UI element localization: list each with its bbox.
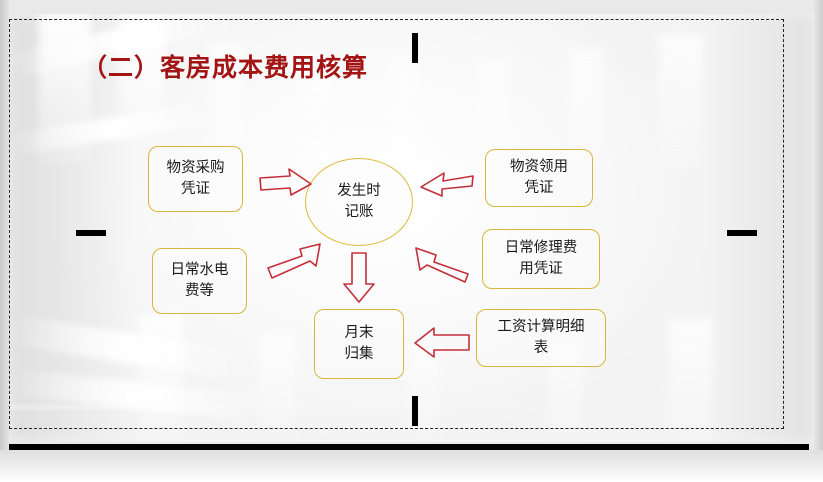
bg-panel-7	[569, 49, 603, 164]
arrow-repair-to-center	[408, 236, 472, 286]
bg-panel-5	[389, 59, 417, 159]
node-line-2: 用凭证	[519, 261, 563, 277]
crop-handle-left[interactable]	[76, 230, 106, 236]
node-daily-utilities[interactable]: 日常水电 费等	[152, 248, 247, 314]
right-gutter	[814, 0, 823, 482]
node-line-2: 记账	[344, 204, 374, 220]
node-payroll-detail-sheet[interactable]: 工资计算明细 表	[476, 309, 606, 367]
arrow-purchase-to-center	[258, 168, 316, 210]
node-line-2: 表	[533, 340, 549, 356]
node-line-1: 物资领用	[510, 159, 568, 175]
bg-panel-6	[479, 59, 509, 164]
node-record-when-incurred[interactable]: 发生时 记账	[305, 158, 413, 246]
page-title: （二）客房成本费用核算	[82, 53, 369, 82]
crop-handle-bottom[interactable]	[412, 396, 418, 426]
node-line-1: 发生时	[337, 183, 381, 199]
bg-pillar-2	[259, 334, 295, 442]
node-line-2: 归集	[344, 346, 374, 362]
bottom-black-bar	[9, 444, 809, 450]
arrow-requisition-to-center	[418, 168, 476, 210]
node-material-purchase-voucher[interactable]: 物资采购 凭证	[148, 146, 243, 212]
node-line-1: 工资计算明细	[497, 319, 585, 335]
bg-floor-line	[9, 406, 569, 408]
node-daily-repair-voucher[interactable]: 日常修理费 用凭证	[482, 229, 600, 289]
node-line-1: 物资采购	[166, 160, 225, 176]
crop-handle-top[interactable]	[412, 33, 418, 63]
arrow-payroll-to-collect	[412, 326, 472, 366]
node-line-1: 日常水电	[170, 262, 229, 278]
crop-handle-right[interactable]	[727, 230, 757, 236]
bg-panel-4	[299, 54, 329, 164]
arrow-utilities-to-center	[266, 236, 328, 286]
node-material-requisition-voucher[interactable]: 物资领用 凭证	[485, 149, 593, 207]
node-line-2: 费等	[185, 283, 214, 299]
node-line-1: 月末	[344, 325, 374, 341]
bottom-strip	[0, 450, 823, 482]
slide-background-image: （二）客房成本费用核算	[9, 14, 814, 442]
bg-panel-8	[659, 34, 703, 169]
bg-shade-right	[709, 14, 814, 442]
node-line-2: 凭证	[524, 180, 554, 196]
node-month-end-collection[interactable]: 月末 归集	[314, 309, 404, 379]
bg-pillar-1	[139, 314, 183, 442]
node-line-2: 凭证	[181, 181, 210, 197]
node-line-1: 日常修理费	[504, 240, 578, 256]
bg-pillar-5	[669, 319, 713, 442]
left-gutter	[0, 0, 9, 482]
arrow-center-to-collect	[340, 252, 380, 306]
